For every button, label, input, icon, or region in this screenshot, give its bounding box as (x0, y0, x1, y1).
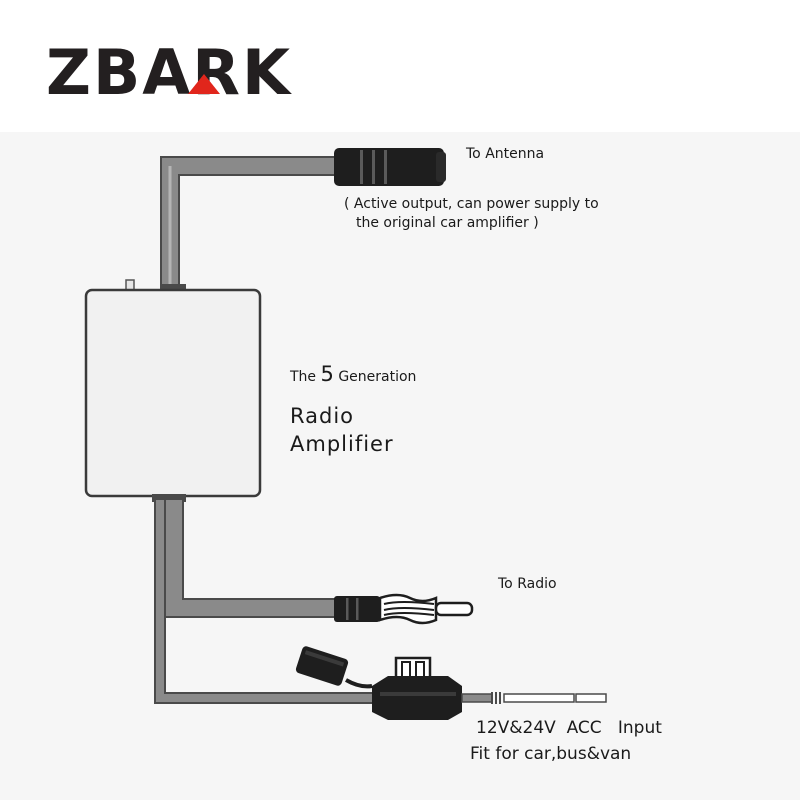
power-input-label: 12V&24V ACC Input (476, 718, 662, 738)
generation-title: The 5 Generation (290, 362, 416, 386)
fuse-holder-icon (295, 646, 462, 720)
radio-cable (164, 500, 340, 618)
to-radio-label: To Radio (498, 576, 557, 592)
active-output-note-line1: ( Active output, can power supply to (344, 196, 599, 212)
brand-logo: ZBARK (46, 36, 366, 110)
power-cable (154, 500, 380, 704)
top-cable-grommet (160, 284, 186, 292)
product-name-line2: Amplifier (290, 432, 394, 456)
amplifier-box (84, 288, 262, 498)
zbark-logo-icon: ZBARK (46, 36, 292, 109)
logo-accent-triangle (188, 74, 220, 94)
active-output-note-line2: the original car amplifier ) (356, 215, 539, 231)
to-antenna-label: To Antenna (466, 146, 545, 162)
generation-word: Generation (338, 369, 417, 385)
vehicle-fit-label: Fit for car,bus&van (470, 744, 632, 764)
logo-text: ZBARK (46, 40, 292, 100)
acc-wire (461, 692, 607, 704)
antenna-cable (160, 156, 340, 290)
generation-the: The (290, 369, 317, 385)
product-name-line1: Radio (290, 404, 355, 428)
antenna-connector-icon (334, 148, 446, 186)
generation-number: 5 (320, 362, 334, 386)
radio-plug-icon (334, 593, 474, 625)
bottom-cable-grommet (152, 494, 186, 502)
